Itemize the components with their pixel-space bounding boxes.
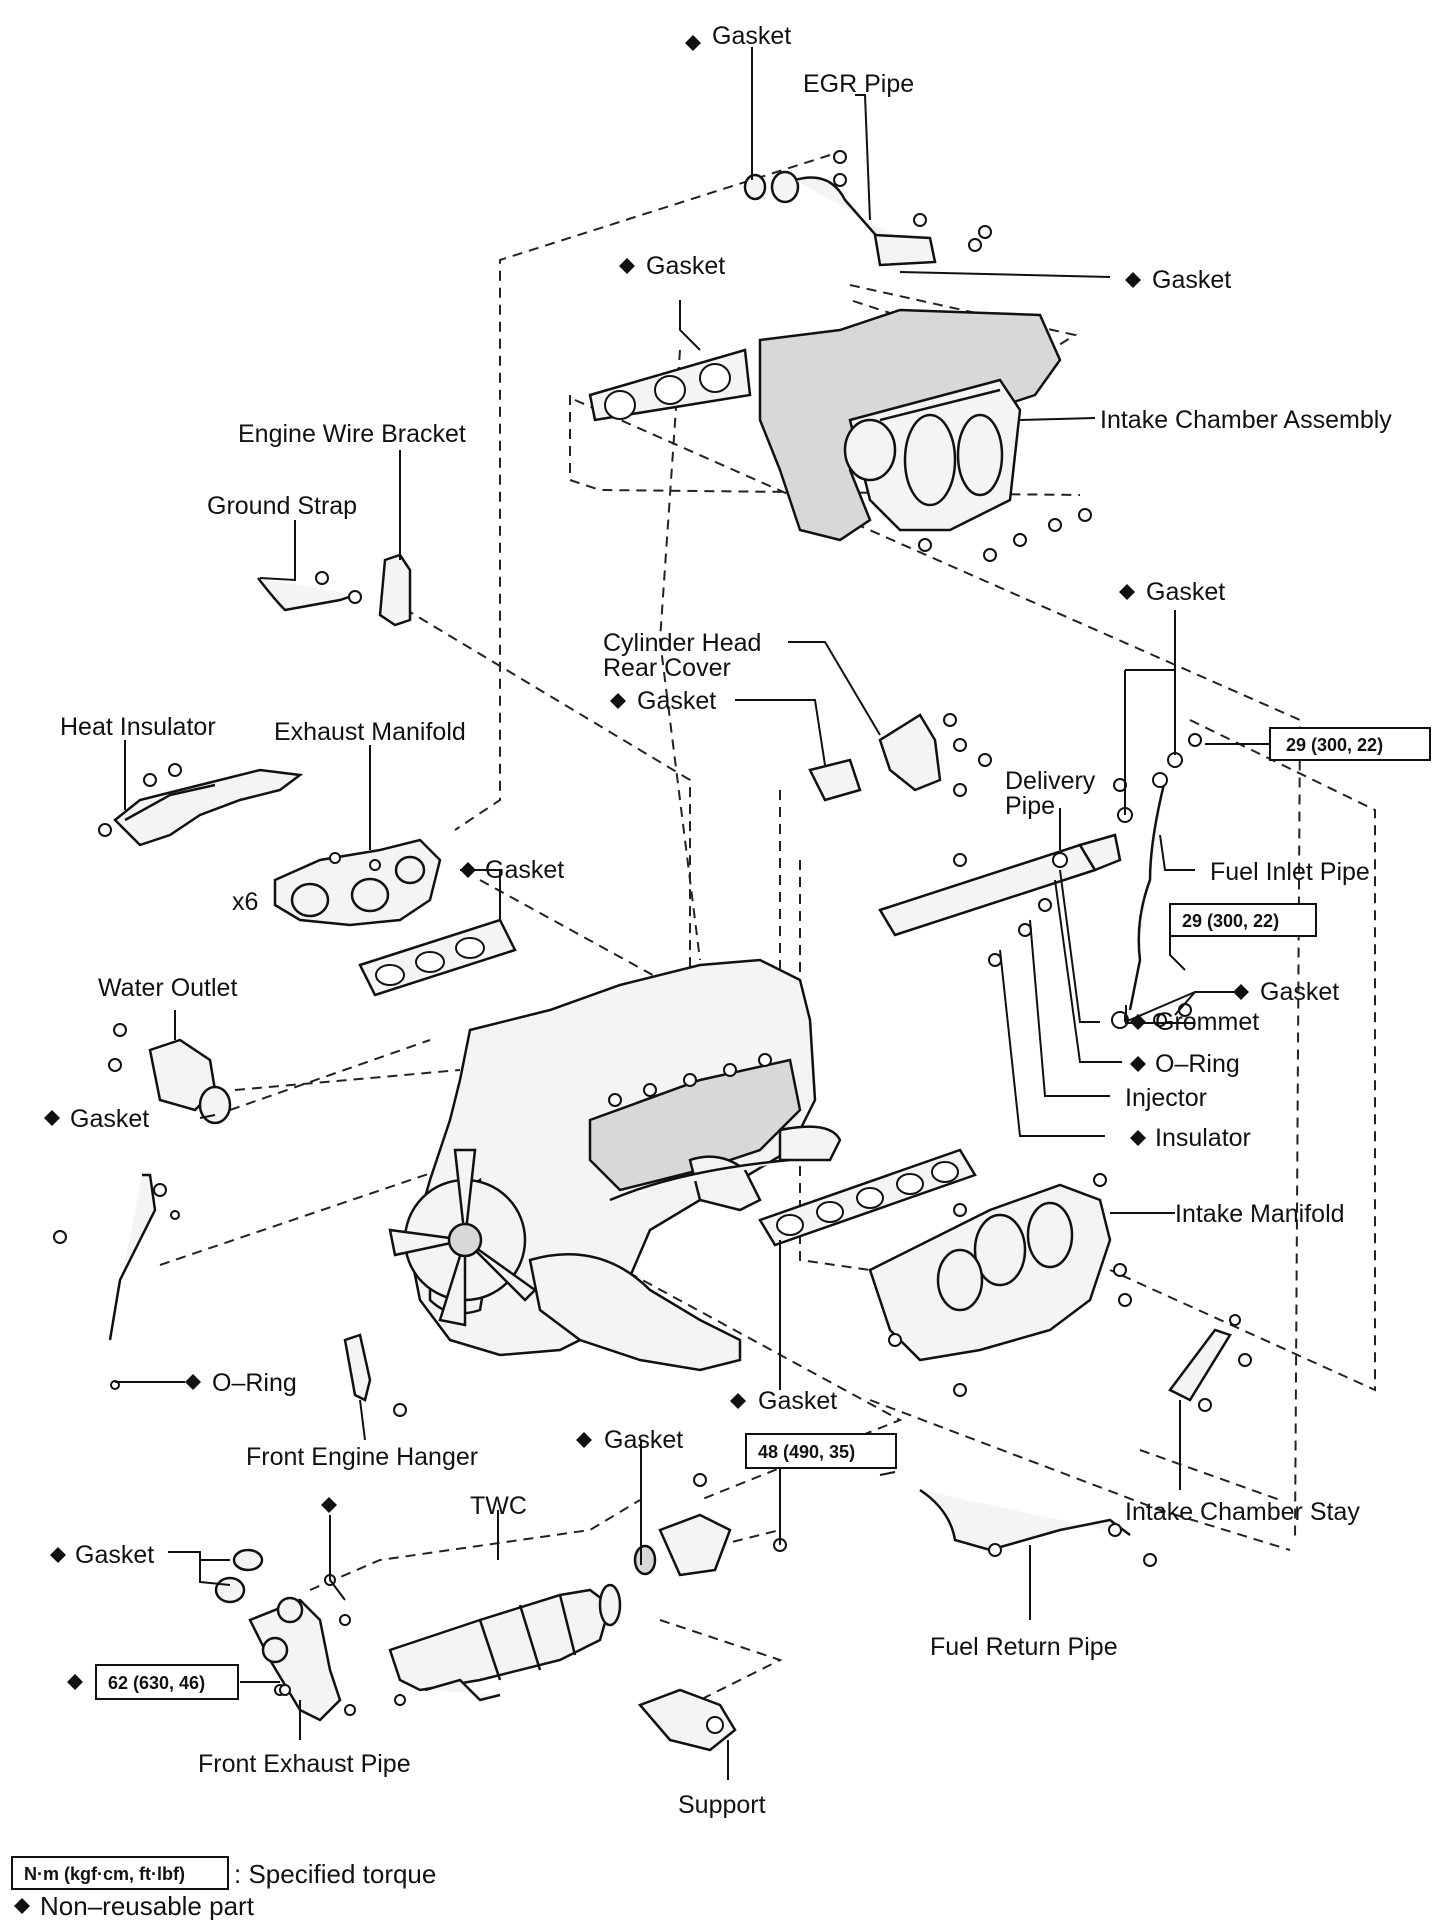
svg-text:29 (300, 22): 29 (300, 22) [1182, 911, 1279, 931]
water-outlet-part [108, 1023, 232, 1125]
legend: N·m (kgf·cm, ft·lbf) : Specified torque … [11, 1856, 436, 1921]
label-heat-insulator: Heat Insulator [60, 713, 216, 741]
twc-support-part [658, 1473, 787, 1577]
part-labels: Gasket EGR Pipe Gasket Gasket Intake Cha… [60, 22, 1392, 1819]
label-front-exhaust-pipe: Front Exhaust Pipe [198, 1750, 411, 1778]
torque-box-front-exhaust: 62 (630, 46) [95, 1664, 239, 1700]
label-fuel-return-pipe: Fuel Return Pipe [930, 1633, 1118, 1661]
leader-lines [115, 47, 1235, 1780]
label-cylinder-head: Cylinder Head [603, 629, 761, 657]
rear-cover-part [808, 713, 992, 802]
diamond-icon [321, 1497, 337, 1513]
diamond-icon [1130, 1130, 1146, 1146]
diamond-icon [1130, 1014, 1146, 1030]
torque-box-fuel-inlet-upper: 29 (300, 22) [1205, 727, 1431, 761]
diamond-icon [460, 862, 476, 878]
support-part [637, 1688, 737, 1752]
label-twc: TWC [470, 1492, 527, 1520]
torque-box-fuel-inlet-lower: 29 (300, 22) [1169, 903, 1317, 971]
ground-strap-part [257, 571, 362, 612]
front-exhaust-pipe-part [214, 1548, 406, 1722]
twc-part [388, 1544, 657, 1702]
label-gasket-intake-manifold: Gasket [758, 1387, 837, 1415]
fan-part [388, 1148, 537, 1327]
label-grommet: Grommet [1155, 1008, 1259, 1036]
intake-manifold-part [868, 1173, 1132, 1397]
torque-box-twc-support: 48 (490, 35) [745, 1433, 897, 1545]
intake-chamber-gasket-part [588, 348, 752, 422]
label-gasket-rear-cover: Gasket [637, 687, 716, 715]
diamond-icon [610, 693, 626, 709]
intake-manifold-gasket-part [758, 1148, 977, 1247]
svg-text:29 (300, 22): 29 (300, 22) [1286, 735, 1383, 755]
engine-wire-bracket-part [378, 553, 412, 627]
label-gasket-fuel-inlet-bottom: Gasket [1260, 978, 1339, 1006]
label-exhaust-manifold: Exhaust Manifold [274, 718, 466, 746]
dipstick-part [53, 1173, 180, 1390]
svg-text:48 (490, 35): 48 (490, 35) [758, 1442, 855, 1462]
diamond-icon [685, 35, 701, 51]
fuel-return-pipe-part [919, 1488, 1157, 1567]
label-intake-chamber-stay: Intake Chamber Stay [1125, 1498, 1360, 1526]
torque-specs: 29 (300, 22) 29 (300, 22) 48 (490, 35) 6… [95, 727, 1431, 1700]
legend-torque-text: : Specified torque [234, 1859, 436, 1889]
label-egr-pipe: EGR Pipe [803, 70, 914, 98]
label-gasket-exhaust-manifold: Gasket [485, 856, 564, 884]
diamond-icon [44, 1110, 60, 1126]
label-o-ring-injector: O–Ring [1155, 1050, 1240, 1078]
delivery-pipe-part [878, 778, 1127, 967]
label-injector: Injector [1125, 1084, 1207, 1112]
label-gasket-twc: Gasket [604, 1426, 683, 1454]
diamond-icon [619, 258, 635, 274]
label-pipe: Pipe [1005, 792, 1055, 820]
diamond-icon [576, 1432, 592, 1448]
svg-text:62 (630, 46): 62 (630, 46) [108, 1673, 205, 1693]
label-rear-cover: Rear Cover [603, 654, 731, 682]
exhaust-manifold-part [273, 838, 442, 927]
label-support: Support [678, 1791, 766, 1819]
diamond-icon [14, 1898, 30, 1914]
diamond-icon [1125, 272, 1141, 288]
label-intake-chamber-assembly: Intake Chamber Assembly [1100, 406, 1392, 434]
diamond-icon [1119, 584, 1135, 600]
label-gasket-intake-chamber: Gasket [646, 252, 725, 280]
label-engine-wire-bracket: Engine Wire Bracket [238, 420, 466, 448]
front-engine-hanger-part [343, 1333, 407, 1417]
label-gasket-egr-right: Gasket [1152, 266, 1231, 294]
label-fuel-inlet-pipe: Fuel Inlet Pipe [1210, 858, 1370, 886]
label-delivery: Delivery [1005, 767, 1096, 795]
legend-torque-box-text: N·m (kgf·cm, ft·lbf) [24, 1864, 185, 1884]
label-insulator: Insulator [1155, 1124, 1251, 1152]
label-x6: x6 [232, 888, 258, 916]
label-front-engine-hanger: Front Engine Hanger [246, 1443, 478, 1471]
diamond-icon [50, 1547, 66, 1563]
diamond-icon [67, 1674, 83, 1690]
label-gasket-fuel-inlet-top: Gasket [1146, 578, 1225, 606]
label-ground-strap: Ground Strap [207, 492, 357, 520]
label-water-outlet: Water Outlet [98, 974, 237, 1002]
label-gasket-water-outlet: Gasket [70, 1105, 149, 1133]
legend-torque-box [11, 1856, 229, 1890]
label-intake-manifold: Intake Manifold [1175, 1200, 1345, 1228]
diamond-icon [1233, 984, 1249, 1000]
legend-nonreusable-text: Non–reusable part [40, 1891, 255, 1920]
diamond-icon [185, 1374, 201, 1390]
label-gasket-top: Gasket [712, 22, 791, 50]
diamond-icon [1130, 1056, 1146, 1072]
heat-insulator-part [98, 763, 304, 847]
intake-chamber-assembly-part [758, 308, 1092, 562]
fuel-inlet-pipe-part [1111, 733, 1202, 1029]
label-gasket-front-exhaust: Gasket [75, 1541, 154, 1569]
nonreusable-markers [44, 35, 1249, 1690]
diamond-icon [730, 1393, 746, 1409]
exhaust-manifold-gasket-part [358, 918, 517, 997]
egr-pipe-part [743, 150, 992, 267]
label-o-ring-dipstick: O–Ring [212, 1369, 297, 1397]
intake-chamber-stay-part [1168, 1314, 1252, 1412]
